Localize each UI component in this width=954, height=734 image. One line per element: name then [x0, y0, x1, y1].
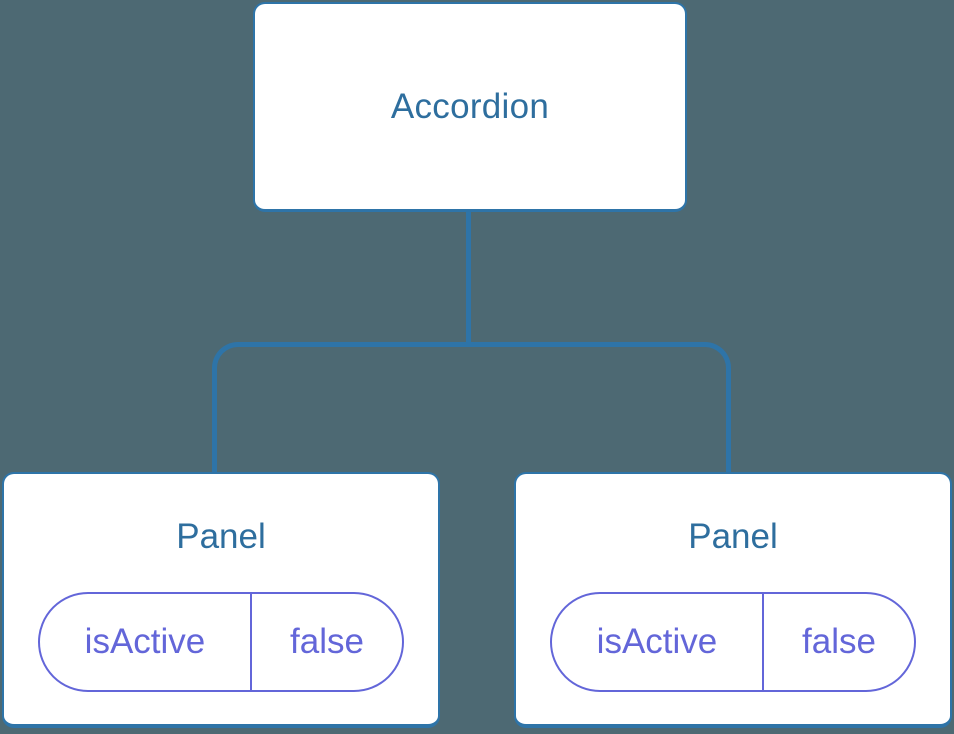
connector-branch-line	[212, 342, 731, 472]
panel-right-label: Panel	[688, 517, 778, 556]
panel-right-state-pill: isActive false	[550, 592, 916, 692]
panel-right-state-key: isActive	[552, 594, 764, 690]
panel-node-right: Panel isActive false	[514, 472, 952, 728]
panel-left-state-pill: isActive false	[38, 592, 404, 692]
accordion-node-label: Accordion	[390, 86, 550, 126]
accordion-node: Accordion	[253, 2, 687, 212]
connector-stem-line	[466, 210, 471, 344]
panel-right-state-value: false	[802, 622, 876, 661]
panel-left-state-key: isActive	[40, 594, 252, 690]
panel-left-label: Panel	[176, 517, 266, 556]
panel-node-left: Panel isActive false	[2, 472, 440, 728]
panel-left-state-value: false	[290, 622, 364, 661]
